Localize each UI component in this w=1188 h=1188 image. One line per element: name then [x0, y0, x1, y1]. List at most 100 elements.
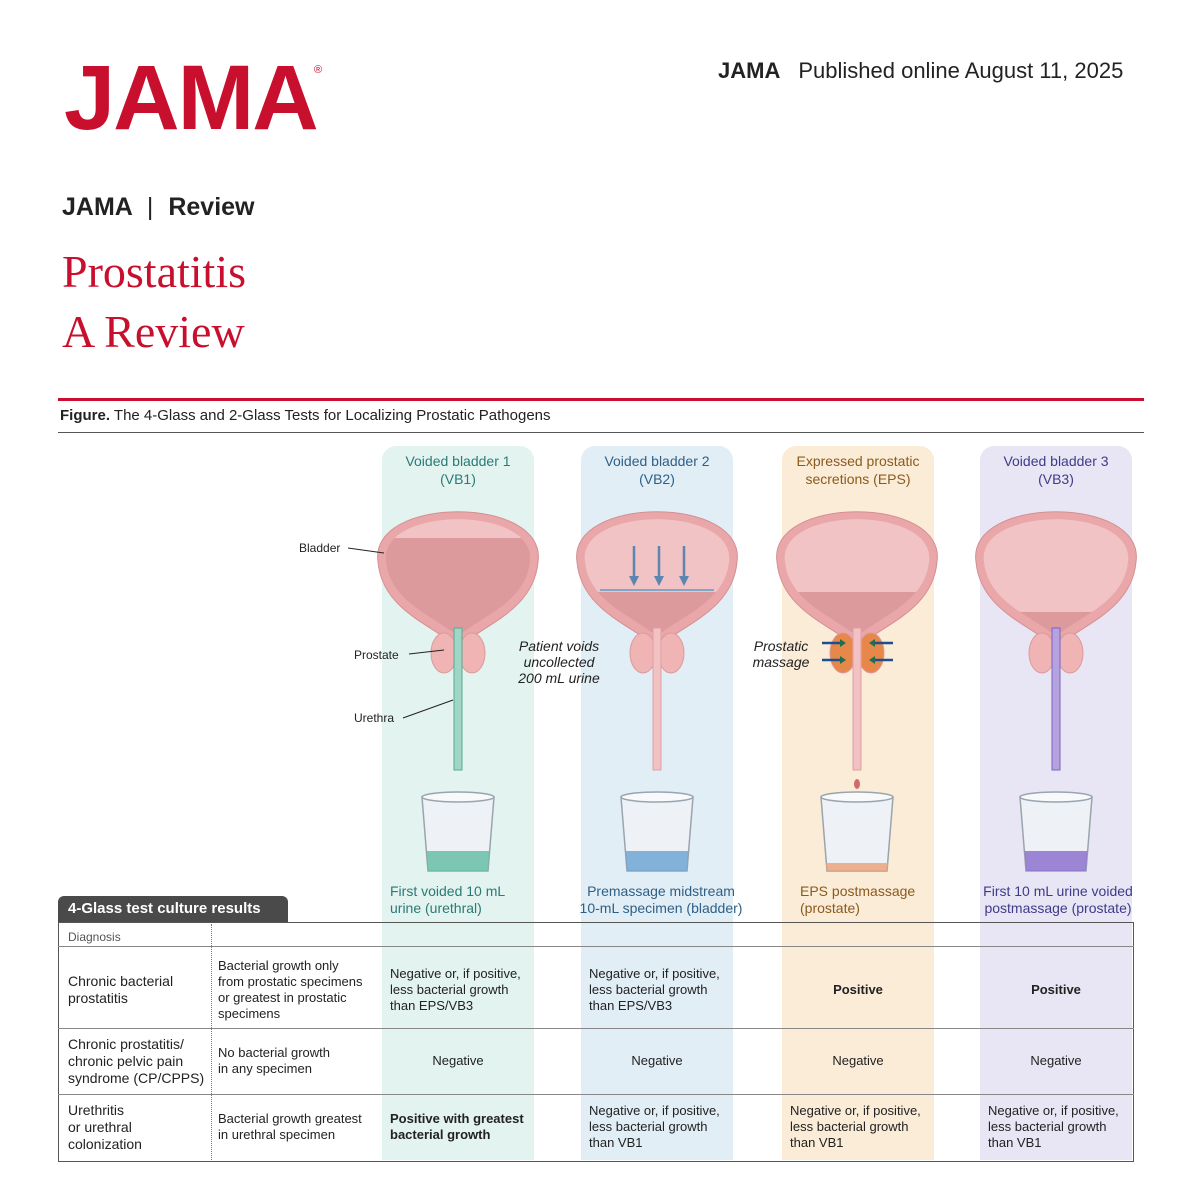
- voids-note: Patient voids uncollected 200 mL urine: [518, 638, 600, 686]
- figure-caption-text: The 4-Glass and 2-Glass Tests for Locali…: [110, 407, 551, 424]
- cell-line: specimens: [218, 1006, 281, 1021]
- urethra: [852, 627, 862, 771]
- cell-line: Bacterial growth only: [218, 958, 339, 973]
- result-cell-vb2: Negative or, if positive,less bacterial …: [589, 1103, 737, 1151]
- down-arrowhead: [654, 576, 664, 586]
- cell-line: Bacterial growth greatest: [218, 1111, 362, 1126]
- cell-line: Positive with greatest: [390, 1111, 524, 1126]
- cup-rim: [421, 791, 495, 803]
- result-cell-vb3: Positive: [980, 982, 1132, 998]
- cell-line: Negative: [1030, 1053, 1082, 1068]
- urethra: [1051, 627, 1061, 771]
- cell-line: from prostatic specimens: [218, 974, 363, 989]
- table-tab-label: 4-Glass test culture results: [58, 896, 288, 922]
- cell-line: Urethritis: [68, 1101, 125, 1118]
- massage-arrowhead: [840, 656, 846, 664]
- cup-rim: [820, 791, 894, 803]
- down-arrowhead: [679, 576, 689, 586]
- cell-line: less bacterial growth: [589, 982, 708, 997]
- cell-line: chronic pelvic pain: [68, 1052, 184, 1069]
- massage-arrowhead: [869, 639, 875, 647]
- result-cell-vb2: Negative: [581, 1053, 733, 1069]
- massage-note: Prostatic massage: [752, 638, 810, 670]
- result-cell-vb1: Negative or, if positive,less bacterial …: [390, 966, 538, 1014]
- cell-line: No bacterial growth: [218, 1045, 330, 1060]
- figure-label: Figure.: [60, 407, 111, 424]
- article-title: Prostatitis A Review: [62, 242, 246, 362]
- title-line-1: Prostatitis: [62, 246, 247, 297]
- cup-rim: [1019, 791, 1093, 803]
- prostate-leader: [408, 649, 445, 655]
- prostate-lobe: [1056, 632, 1084, 674]
- cell-line: less bacterial growth: [988, 1119, 1107, 1134]
- cell-line: Negative or, if positive,: [589, 966, 720, 981]
- cell-line: Positive: [833, 982, 883, 997]
- figure-caption-rule: [58, 432, 1144, 433]
- cell-line: than EPS/VB3: [589, 998, 673, 1013]
- urethra-label: Urethra: [354, 711, 395, 725]
- specimen-caption-eps: EPS postmassage(prostate): [800, 883, 916, 916]
- cell-line: Chronic bacterial: [68, 973, 174, 989]
- section-separator: |: [146, 193, 154, 221]
- urethra: [652, 627, 662, 771]
- registered-mark: ®: [314, 64, 323, 76]
- cell-line: bacterial growth: [390, 1127, 491, 1142]
- table-rule: [58, 946, 1134, 947]
- cell-line: Negative or, if positive,: [589, 1103, 720, 1118]
- prostate-lobe: [657, 632, 685, 674]
- specimen-fluid: [1024, 851, 1088, 871]
- result-cell-vb3: Negative or, if positive,less bacterial …: [988, 1103, 1136, 1151]
- result-cell-vb2: Negative or, if positive,less bacterial …: [589, 966, 737, 1014]
- cell-line: Negative or, if positive,: [790, 1103, 921, 1118]
- cell-line: Chronic prostatitis/: [68, 1035, 184, 1052]
- down-arrowhead: [629, 576, 639, 586]
- result-cell-eps: Negative or, if positive,less bacterial …: [790, 1103, 938, 1151]
- cell-line: prostatitis: [68, 990, 128, 1006]
- journal-name: JAMA: [718, 58, 781, 83]
- cell-line: in any specimen: [218, 1061, 312, 1076]
- cell-line: Positive: [1031, 982, 1081, 997]
- cell-line: Negative: [631, 1053, 683, 1068]
- prostate-lobe: [458, 632, 486, 674]
- bladder-leader: [347, 547, 385, 554]
- specimen-fluid: [625, 851, 689, 871]
- title-line-2: A Review: [62, 306, 245, 357]
- diagnosis-header: Diagnosis: [68, 930, 121, 944]
- column-head-vb1: Voided bladder 1(VB1): [405, 453, 511, 487]
- cell-line: Negative or, if positive,: [390, 966, 521, 981]
- cell-line: Negative: [832, 1053, 884, 1068]
- prostate-lobe: [629, 632, 657, 674]
- cup-rim: [620, 791, 694, 803]
- urethra: [453, 627, 463, 771]
- bladder-label: Bladder: [299, 541, 341, 555]
- cell-line: than VB1: [589, 1135, 643, 1150]
- cell-line: Negative: [432, 1053, 484, 1068]
- massage-arrowhead: [840, 639, 846, 647]
- article-section: JAMA | Review: [62, 193, 255, 222]
- column-head-vb3: Voided bladder 3(VB3): [1003, 453, 1109, 487]
- specimen-fluid: [426, 851, 490, 871]
- publication-line: JAMA Published online August 11, 2025: [718, 58, 1123, 84]
- prostate-label: Prostate: [354, 648, 399, 662]
- cell-line: syndrome (CP/CPPS): [68, 1069, 205, 1086]
- table-rule: [58, 1094, 1134, 1095]
- prostate-lobe: [829, 632, 857, 674]
- table-divider: [211, 924, 212, 1160]
- specimen-cup: [820, 796, 894, 872]
- result-cell-eps: Negative: [782, 1053, 934, 1069]
- publish-date: Published online August 11, 2025: [798, 58, 1124, 83]
- cell-line: less bacterial growth: [790, 1119, 909, 1134]
- prostate-lobe: [430, 632, 458, 674]
- cell-line: than VB1: [988, 1135, 1042, 1150]
- section-journal: JAMA: [62, 193, 132, 221]
- specimen-fluid: [825, 863, 889, 871]
- cell-line: than VB1: [790, 1135, 844, 1150]
